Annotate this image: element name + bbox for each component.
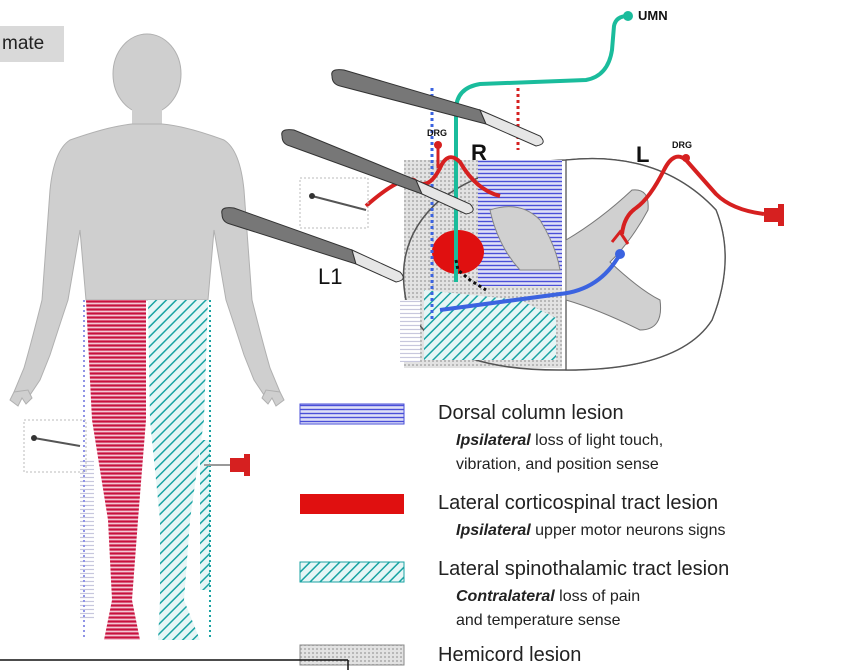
- legend-desc-spinothalamic: Contralateral loss of pain: [456, 588, 640, 606]
- pin-icon-cord: [764, 204, 784, 226]
- left-leg-corticospinal: [86, 300, 146, 640]
- legend-desc-dorsal: Ipsilateral loss of light touch,: [456, 432, 663, 450]
- probe-icon-cord: [300, 178, 368, 228]
- l-label: L: [636, 142, 649, 168]
- legend-desc-dorsal-2: vibration, and position sense: [456, 456, 659, 474]
- legend-title-corticospinal: Lateral corticospinal tract lesion: [438, 492, 718, 515]
- l1-label: L1: [318, 264, 342, 290]
- pin-icon-leg: [204, 454, 250, 476]
- r-label: R: [471, 140, 487, 166]
- legend-title-dorsal: Dorsal column lesion: [438, 402, 624, 425]
- legend-desc-corticospinal: Ipsilateral upper motor neurons signs: [456, 522, 725, 540]
- legend-title-hemicord: Hemicord lesion: [438, 644, 581, 667]
- drg-left-label: DRG: [427, 128, 447, 138]
- spinal-cord-section: [400, 159, 725, 370]
- umn-label: UMN: [638, 8, 668, 23]
- probe-icon-leg: [24, 420, 86, 472]
- right-leg-spinothalamic: [148, 300, 210, 640]
- legend-desc-spinothalamic-2: and temperature sense: [456, 612, 621, 630]
- legend-swatches: [300, 404, 404, 665]
- drg-right-label: DRG: [672, 140, 692, 150]
- legend-title-spinothalamic: Lateral spinothalamic tract lesion: [438, 558, 729, 581]
